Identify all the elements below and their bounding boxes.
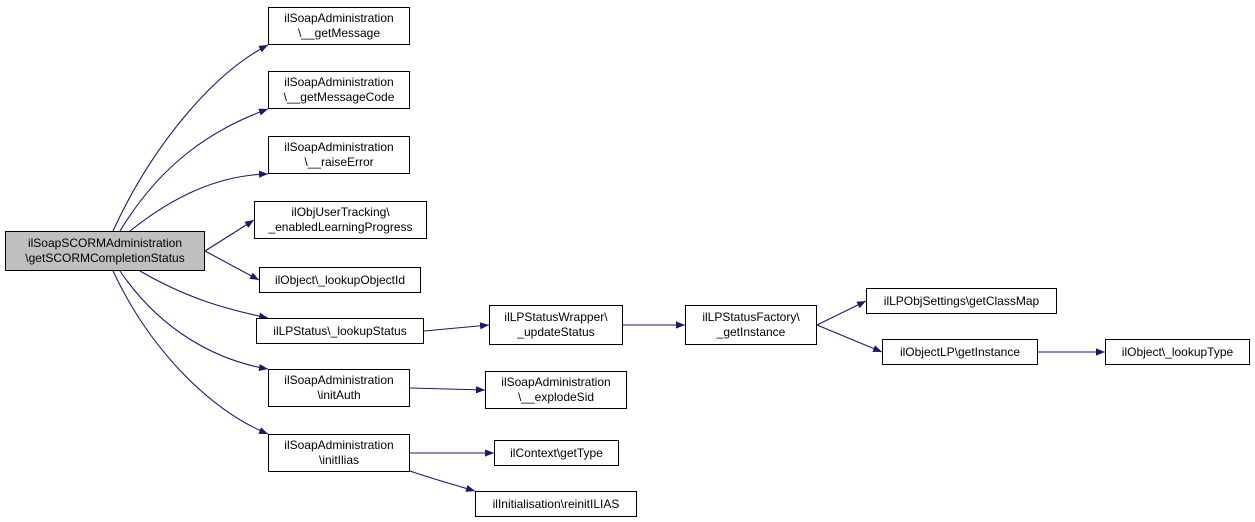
node-label-line: ilLPStatusWrapper\ bbox=[504, 310, 608, 324]
node-explodesid[interactable]: ilSoapAdministration\__explodeSid bbox=[485, 371, 627, 409]
edge-n7-to-n10 bbox=[409, 386, 486, 394]
node-label-line: ilSoapAdministration bbox=[284, 75, 394, 89]
edge-root-to-n5 bbox=[204, 250, 260, 281]
node-label-line: ilObjectLP\getInstance bbox=[899, 344, 1021, 359]
node-lookupobjectid[interactable]: ilObject\_lookupObjectId bbox=[259, 267, 421, 293]
node-label-line: ilLPStatusFactory\ bbox=[702, 310, 800, 324]
node-label-line: _getInstance bbox=[716, 325, 786, 339]
edge-root-to-n6 bbox=[139, 270, 269, 320]
node-label-line: ilObject\_lookupObjectId bbox=[274, 272, 406, 287]
edge-n8-to-n12 bbox=[409, 470, 476, 492]
edge-root-to-n7 bbox=[119, 270, 269, 372]
node-context-gettype[interactable]: ilContext\getType bbox=[494, 440, 619, 466]
node-label-line: \getSCORMCompletionStatus bbox=[25, 251, 185, 265]
node-label-line: ilSoapSCORMAdministration bbox=[27, 236, 183, 250]
edge-root-to-n8 bbox=[112, 270, 269, 435]
node-label-line: _enabledLearningProgress bbox=[268, 220, 413, 234]
node-label-line: ilLPObjSettings\getClassMap bbox=[883, 293, 1040, 308]
node-root-getscormcompletionstatus[interactable]: ilSoapSCORMAdministration\getSCORMComple… bbox=[5, 231, 205, 271]
node-label-line: \initIlias bbox=[318, 453, 359, 467]
node-label-line: ilSoapAdministration bbox=[284, 140, 394, 154]
edge-root-to-n4 bbox=[204, 219, 255, 252]
node-label-line: \__raiseError bbox=[304, 155, 374, 169]
node-label-line: ilSoapAdministration bbox=[501, 375, 611, 389]
edge-n13-to-n15 bbox=[816, 324, 883, 353]
node-initilias[interactable]: ilSoapAdministration\initIlias bbox=[268, 434, 410, 472]
node-initauth[interactable]: ilSoapAdministration\initAuth bbox=[268, 369, 410, 407]
node-getmessagecode[interactable]: ilSoapAdministration\__getMessageCode bbox=[268, 71, 410, 109]
node-label-line: \__getMessageCode bbox=[283, 90, 395, 104]
node-label-line: ilSoapAdministration bbox=[284, 11, 394, 25]
node-getmessage[interactable]: ilSoapAdministration\__getMessage bbox=[268, 7, 410, 45]
node-label-line: ilObject\_lookupType bbox=[1121, 344, 1234, 359]
node-statusfactory-getinstance[interactable]: ilLPStatusFactory\_getInstance bbox=[685, 305, 817, 345]
node-lookuptype[interactable]: ilObject\_lookupType bbox=[1105, 339, 1250, 365]
edge-n13-to-n14 bbox=[816, 300, 867, 326]
node-getclassmap[interactable]: ilLPObjSettings\getClassMap bbox=[866, 288, 1057, 314]
node-updatestatus[interactable]: ilLPStatusWrapper\_updateStatus bbox=[489, 305, 623, 345]
node-label-line: ilLPStatus\_lookupStatus bbox=[273, 323, 407, 338]
edge-root-to-n1 bbox=[112, 44, 269, 232]
node-label-line: ilSoapAdministration bbox=[284, 438, 394, 452]
node-objectlp-getinstance[interactable]: ilObjectLP\getInstance bbox=[882, 339, 1038, 365]
edge-root-to-n3 bbox=[129, 170, 269, 232]
node-label-line: ilInitialisation\reinitILIAS bbox=[492, 496, 620, 511]
edge-n6-to-n9 bbox=[423, 322, 490, 332]
node-reinitilias[interactable]: ilInitialisation\reinitILIAS bbox=[475, 491, 637, 517]
node-enabledlearningprogress[interactable]: ilObjUserTracking\_enabledLearningProgre… bbox=[254, 201, 427, 239]
node-raiseerror[interactable]: ilSoapAdministration\__raiseError bbox=[268, 136, 410, 174]
node-label-line: \__explodeSid bbox=[517, 390, 595, 404]
node-label-line: ilContext\getType bbox=[510, 445, 603, 460]
edge-root-to-n2 bbox=[119, 108, 269, 232]
node-label-line: \initAuth bbox=[317, 388, 361, 402]
node-label-line: ilObjUserTracking\ bbox=[291, 205, 390, 219]
node-label-line: ilSoapAdministration bbox=[284, 373, 394, 387]
node-lookupstatus[interactable]: ilLPStatus\_lookupStatus bbox=[256, 318, 424, 344]
node-label-line: _updateStatus bbox=[517, 325, 595, 339]
node-label-line: \__getMessage bbox=[297, 26, 381, 40]
